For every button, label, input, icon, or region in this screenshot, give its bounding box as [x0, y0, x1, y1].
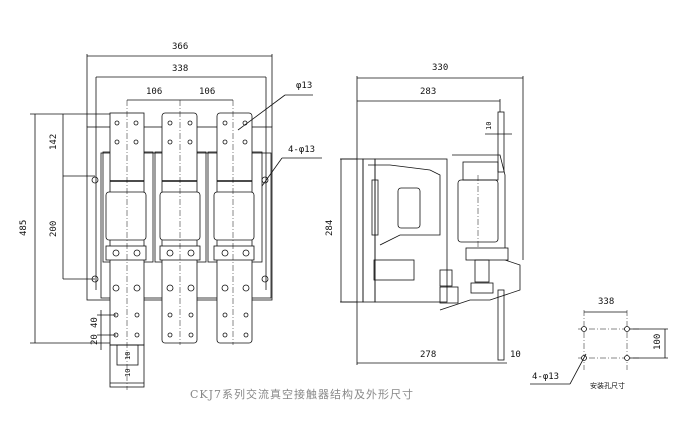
coil	[397, 187, 421, 229]
dim-278: 278	[420, 350, 436, 360]
dim-10-bottom: 10	[510, 350, 521, 360]
drawing-caption: CKJ7系列交流真空接触器结构及外形尺寸	[190, 387, 414, 401]
pole-right	[213, 112, 255, 344]
front-view: 366 338 106 106 φ13 4-φ13 485 142 200 20…	[19, 42, 322, 390]
dim-106-right: 106	[199, 87, 215, 97]
dim-4-phi13-mount: 4-φ13	[532, 372, 559, 382]
bracket	[497, 111, 505, 173]
pole-left	[105, 112, 147, 388]
pole-middle	[159, 112, 201, 344]
dim-142: 142	[49, 134, 59, 150]
mounting-pattern: 338 100 4-φ13 安装孔尺寸	[530, 297, 668, 390]
dim-283: 283	[420, 87, 436, 97]
dim-284: 284	[325, 220, 335, 236]
dim-phi13: φ13	[296, 81, 312, 91]
dim-485: 485	[19, 220, 29, 236]
dim-10-bracket: 10	[485, 122, 493, 130]
dim-40: 40	[90, 317, 100, 328]
dim-338-mount: 338	[598, 297, 614, 307]
dim-4-phi13: 4-φ13	[288, 145, 315, 155]
side-view: 330 283 10 284 278 10	[325, 63, 524, 365]
dim-338: 338	[172, 64, 188, 74]
dim-100: 100	[653, 334, 663, 350]
dim-20: 20	[90, 334, 100, 345]
dim-10-gap: 10	[124, 352, 132, 360]
dim-366: 366	[172, 42, 188, 52]
dim-10-width: 10	[124, 369, 132, 377]
nameplate	[373, 259, 415, 281]
dim-200: 200	[49, 221, 59, 237]
dim-106-left: 106	[146, 87, 162, 97]
terminal-holes	[91, 120, 269, 338]
dim-330: 330	[432, 63, 448, 73]
mounting-label: 安装孔尺寸	[590, 381, 625, 390]
